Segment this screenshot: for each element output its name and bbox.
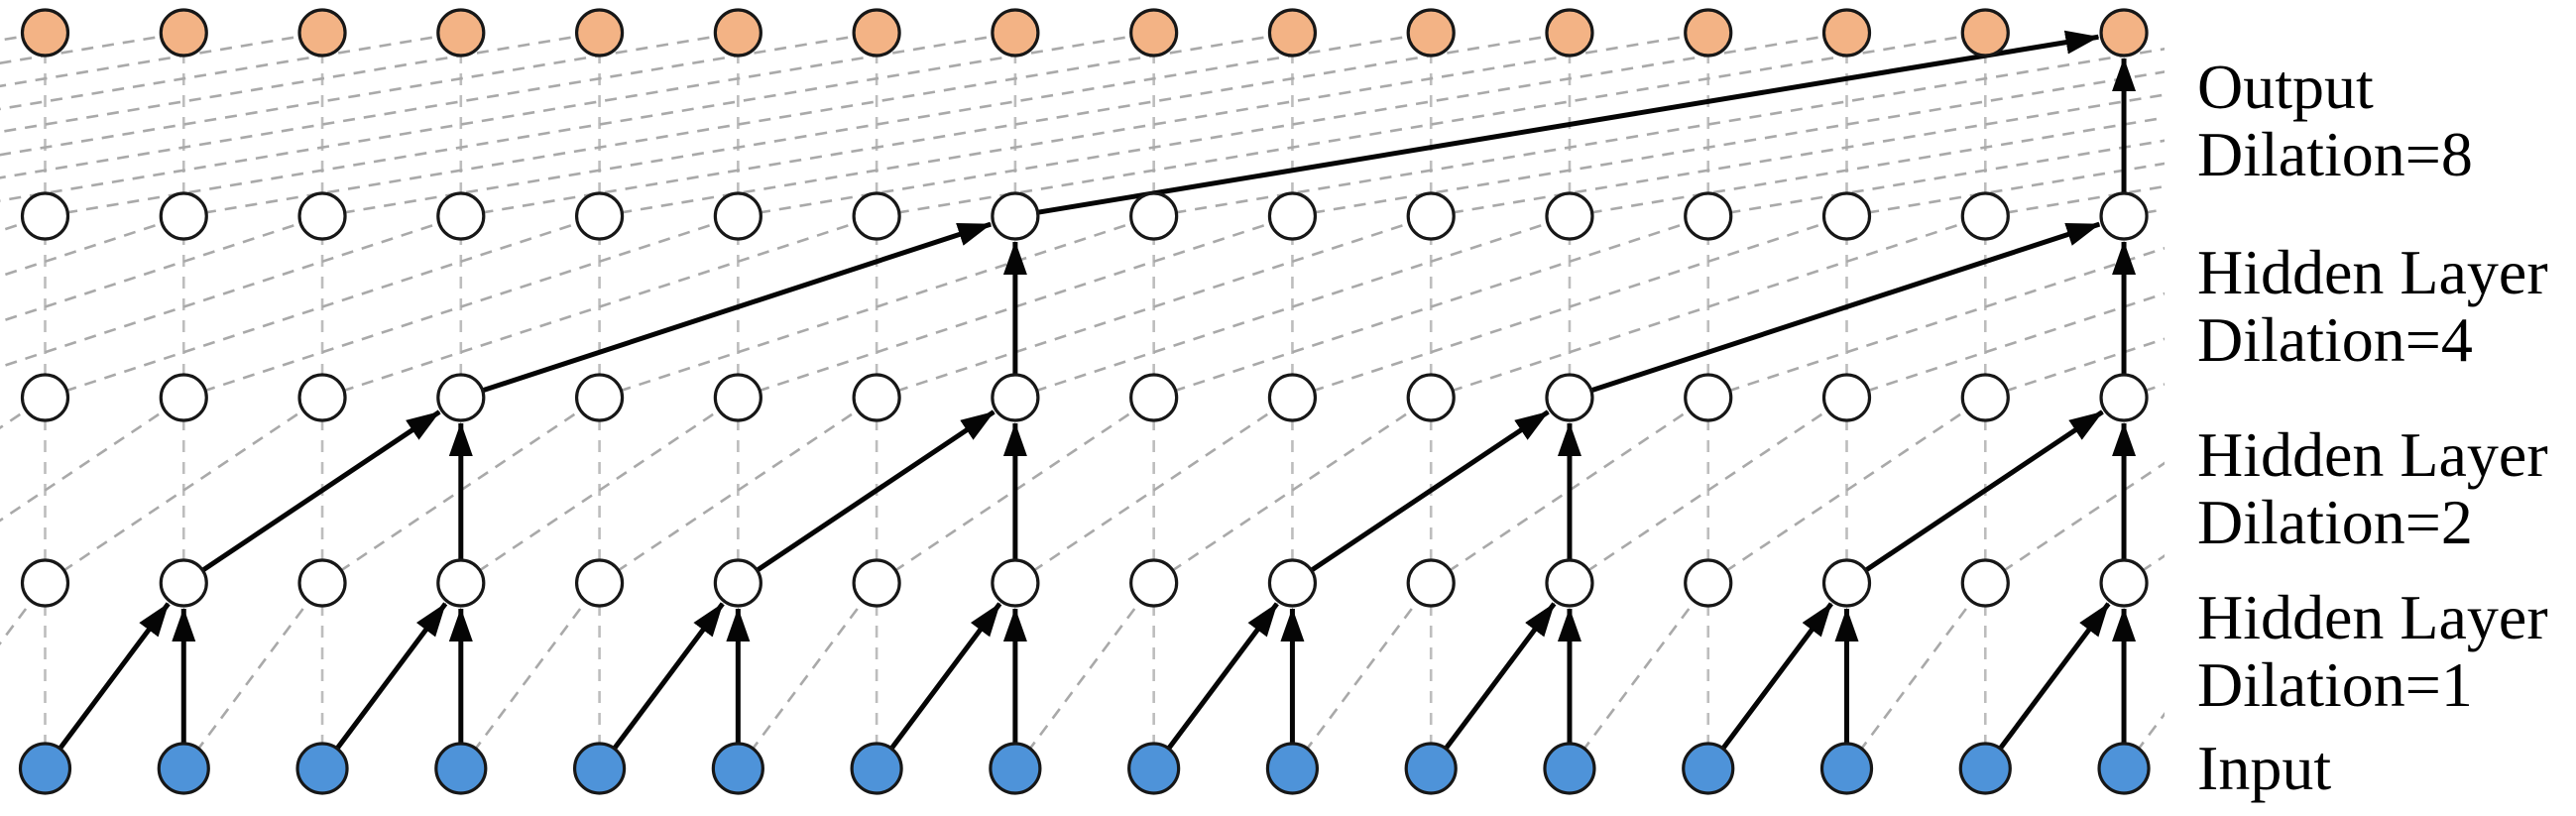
hidden-node-d1 [297,558,347,608]
label-hidden-dilation-4: Hidden Layer Dilation=4 [2197,239,2548,374]
output-node [852,8,901,58]
hidden-node-d4 [1960,191,2010,241]
hidden-node-d1 [852,558,901,608]
dashed-connections [0,31,2165,769]
hidden-node-d2 [1406,373,1456,422]
hidden-node-d1 [1821,558,1872,608]
hidden-node-d2 [1267,373,1318,422]
input-node [572,742,627,795]
hidden-node-d4 [1545,191,1594,241]
label-line: Hidden Layer [2197,237,2548,307]
label-hidden-dilation-1: Hidden Layer Dilation=1 [2197,584,2548,719]
label-line: Output [2197,52,2374,122]
hidden-node-d2 [2099,373,2149,422]
output-node [159,8,208,58]
hidden-node-d2 [1821,373,1872,422]
label-line: Dilation=2 [2197,487,2473,557]
hidden-node-d1 [1129,558,1179,608]
hidden-node-d2 [436,373,486,422]
input-node [989,742,1042,795]
hidden-node-d2 [1684,373,1733,422]
input-node [850,742,903,795]
input-node [2097,742,2151,795]
hidden-node-d4 [574,191,625,241]
hidden-node-d2 [713,373,762,422]
hidden-node-d2 [1545,373,1594,422]
hidden-node-d4 [1267,191,1318,241]
label-line: Dilation=4 [2197,304,2473,375]
input-node [1819,742,1874,795]
hidden-node-d4 [852,191,901,241]
input-node [1404,742,1458,795]
hidden-node-d1 [1267,558,1318,608]
hidden-node-d1 [713,558,762,608]
input-node [1543,742,1596,795]
hidden-node-d1 [574,558,625,608]
input-node [1682,742,1735,795]
hidden-node-d2 [852,373,901,422]
output-node [1684,8,1733,58]
hidden-node-d1 [20,558,70,608]
output-node [991,8,1040,58]
label-line: Hidden Layer [2197,582,2548,652]
output-node [297,8,347,58]
hidden-node-d4 [1821,191,1872,241]
output-node [20,8,70,58]
hidden-node-d4 [2099,191,2149,241]
hidden-node-d4 [159,191,208,241]
hidden-node-d1 [436,558,486,608]
output-node [574,8,625,58]
input-node [434,742,488,795]
hidden-node-d2 [1960,373,2010,422]
output-node [1545,8,1594,58]
label-line: Hidden Layer [2197,419,2548,490]
input-node [1127,742,1181,795]
hidden-node-d4 [1129,191,1179,241]
input-node [1958,742,2012,795]
label-output-dilation-8: Output Dilation=8 [2197,54,2473,188]
hidden-node-d1 [1406,558,1456,608]
output-node [1406,8,1456,58]
hidden-node-d2 [297,373,347,422]
input-node [295,742,349,795]
label-line: Input [2197,733,2332,803]
hidden-node-d4 [1406,191,1456,241]
nodes [18,8,2151,795]
highlighted-connections [59,30,2137,750]
label-line: Dilation=8 [2197,119,2473,189]
output-node [1821,8,1872,58]
hidden-node-d1 [1960,558,2010,608]
hidden-node-d4 [1684,191,1733,241]
hidden-node-d1 [1684,558,1733,608]
output-node [713,8,762,58]
hidden-node-d4 [297,191,347,241]
output-node [1129,8,1179,58]
hidden-node-d1 [159,558,208,608]
label-hidden-dilation-2: Hidden Layer Dilation=2 [2197,421,2548,556]
hidden-node-d2 [159,373,208,422]
output-node [1960,8,2010,58]
hidden-node-d4 [713,191,762,241]
hidden-node-d2 [20,373,70,422]
input-node [18,742,72,795]
label-line: Dilation=1 [2197,649,2473,720]
hidden-node-d4 [991,191,1040,241]
hidden-node-d1 [2099,558,2149,608]
output-node [2099,8,2149,58]
hidden-node-d1 [1545,558,1594,608]
hidden-node-d2 [1129,373,1179,422]
hidden-node-d2 [991,373,1040,422]
output-node [436,8,486,58]
input-node [711,742,764,795]
hidden-node-d4 [436,191,486,241]
hidden-node-d4 [20,191,70,241]
input-node [1265,742,1320,795]
input-node [157,742,210,795]
output-node [1267,8,1318,58]
hidden-node-d1 [991,558,1040,608]
hidden-node-d2 [574,373,625,422]
label-input: Input [2197,735,2331,802]
